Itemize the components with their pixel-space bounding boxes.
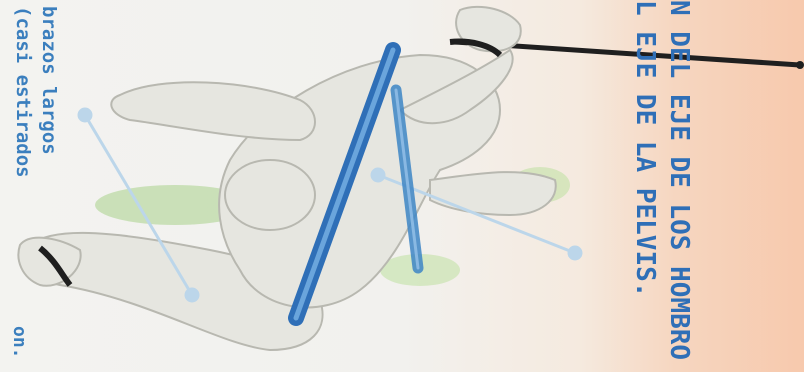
fragment-caption: on. <box>9 326 30 359</box>
body-figure <box>18 7 555 350</box>
axis-caption: N DEL EJE DE LOS HOMBRO L EJE DE LA PELV… <box>628 0 696 360</box>
fragment-caption-text: on. <box>9 326 30 359</box>
arms-caption: brazos largos (casi estirados <box>10 6 62 178</box>
arms-caption-line2: (casi estirados <box>10 6 36 178</box>
axis-caption-line2: L EJE DE LA PELVIS. <box>628 0 662 360</box>
arms-caption-line1: brazos largos <box>36 6 62 178</box>
axis-caption-line1: N DEL EJE DE LOS HOMBRO <box>662 0 696 360</box>
